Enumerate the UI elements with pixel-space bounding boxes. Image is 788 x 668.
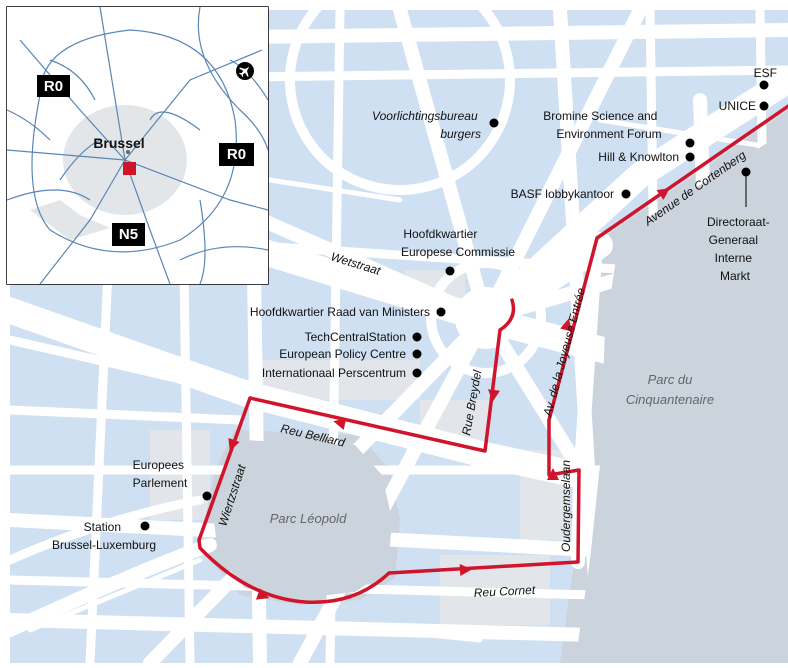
park-label-leopold: Parc Léopold xyxy=(270,511,347,526)
landmark-markers xyxy=(140,80,769,531)
road-badge-n5: N5 xyxy=(112,223,145,246)
inset-locator-map: Brussel R0 R0 N5 xyxy=(6,6,269,285)
label-techcentral: TechCentralStation xyxy=(305,330,406,344)
label-directoraat: Directoraat- Generaal Interne Markt xyxy=(707,215,773,283)
label-hill-knowlton: Hill & Knowlton xyxy=(598,150,679,164)
label-esf: ESF xyxy=(754,66,777,80)
inset-city-label: Brussel xyxy=(93,135,144,151)
airplane-icon xyxy=(236,62,254,80)
route-line xyxy=(197,104,788,604)
label-bromine: Bromine Science and Environment Forum xyxy=(543,109,661,141)
label-basf: BASF lobbykantoor xyxy=(511,187,614,201)
svg-text:N5: N5 xyxy=(119,226,138,243)
road-badge-r0-east: R0 xyxy=(219,143,254,166)
svg-text:R0: R0 xyxy=(44,78,63,95)
label-epc: European Policy Centre xyxy=(279,347,406,361)
label-hoofdkwartier-ec: Hoofdkwartier Europese Commissie xyxy=(401,227,515,259)
svg-text:R0: R0 xyxy=(227,146,246,163)
brussel-marker xyxy=(123,162,136,175)
label-europees-parlement: Europees Parlement xyxy=(133,458,188,490)
label-station-luxemburg: Station Brussel-Luxemburg xyxy=(52,520,156,552)
label-perscentrum: Internationaal Perscentrum xyxy=(262,366,406,380)
street-label-oudergemselaan: Oudergemselaan xyxy=(559,460,573,552)
label-voorlichtingsbureau: Voorlichtingsbureau burgers xyxy=(372,109,481,141)
label-unice: UNICE xyxy=(719,99,756,113)
label-raad-van-ministers: Hoofdkwartier Raad van Ministers xyxy=(250,305,430,319)
route-arrows xyxy=(228,188,670,600)
street-label-reu-cornet: Reu Cornet xyxy=(473,583,536,600)
road-badge-r0-west: R0 xyxy=(37,75,70,97)
